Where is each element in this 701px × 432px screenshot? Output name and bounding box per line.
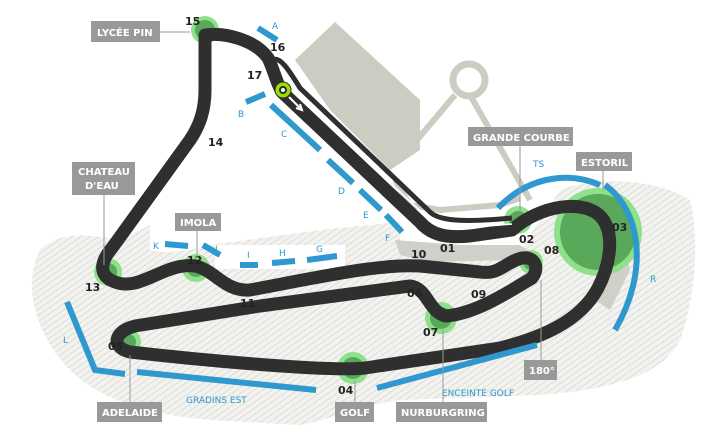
paddock-roundabout — [449, 60, 489, 100]
svg-text:A: A — [272, 22, 279, 32]
svg-text:F: F — [385, 234, 390, 244]
corner-07: 07 — [423, 326, 438, 339]
corner-numbers: 01 02 03 04 05 06 07 08 09 10 11 12 13 1… — [85, 15, 627, 397]
svg-text:D'EAU: D'EAU — [85, 181, 119, 192]
corner-01: 01 — [440, 242, 455, 255]
svg-text:H: H — [279, 249, 286, 259]
corner-12: 12 — [187, 254, 202, 267]
corner-name-lycee-pin: LYCÉE PIN — [91, 21, 160, 42]
race-track — [96, 27, 617, 376]
svg-text:ESTORIL: ESTORIL — [581, 158, 629, 169]
corner-17: 17 — [247, 69, 262, 82]
svg-text:IMOLA: IMOLA — [180, 218, 217, 229]
direction-arrow-icon — [288, 96, 304, 112]
corner-13: 13 — [85, 281, 100, 294]
corner-name-nurburgring: NURBURGRING — [396, 402, 487, 422]
enceinte-golf-label: ENCEINTE GOLF — [442, 389, 514, 399]
svg-text:J: J — [214, 245, 218, 255]
svg-text:GRANDE COURBE: GRANDE COURBE — [473, 133, 570, 144]
corner-10: 10 — [411, 248, 427, 261]
svg-text:I: I — [247, 251, 250, 261]
corner-name-180: 180° — [524, 360, 557, 380]
svg-text:GOLF: GOLF — [340, 408, 370, 419]
corner-name-chateau-deau: CHATEAU D'EAU — [72, 162, 135, 195]
corner-name-imola: IMOLA — [175, 213, 221, 231]
pit-lane — [270, 56, 513, 223]
svg-text:K: K — [153, 242, 160, 252]
grandstand-barriers — [64, 25, 640, 393]
corner-16: 16 — [270, 41, 286, 54]
svg-text:180°: 180° — [529, 366, 555, 377]
corner-08: 08 — [544, 244, 559, 257]
svg-text:G: G — [316, 245, 323, 255]
svg-text:TS: TS — [532, 160, 544, 170]
corner-11: 11 — [240, 297, 255, 310]
svg-text:C: C — [281, 130, 287, 140]
gradins-est-label: GRADINS EST — [186, 396, 247, 406]
corner-09: 09 — [471, 288, 486, 301]
corner-06: 06 — [407, 287, 423, 300]
grandstand-letters: A B C D E F G H I J K L R TS GRADINS EST… — [63, 22, 656, 406]
corner-name-adelaide: ADELAIDE — [97, 402, 162, 422]
svg-text:ADELAIDE: ADELAIDE — [102, 408, 158, 419]
corner-03: 03 — [612, 221, 627, 234]
svg-text:L: L — [63, 336, 68, 346]
svg-text:E: E — [363, 211, 369, 221]
svg-text:CHATEAU: CHATEAU — [78, 167, 130, 178]
corner-04: 04 — [338, 384, 354, 397]
corner-name-estoril: ESTORIL — [576, 152, 632, 171]
svg-text:NURBURGRING: NURBURGRING — [401, 408, 485, 419]
svg-text:D: D — [338, 187, 345, 197]
svg-text:LYCÉE PIN: LYCÉE PIN — [97, 26, 153, 39]
corner-05: 05 — [108, 340, 123, 353]
corner-name-golf: GOLF — [335, 402, 374, 422]
svg-text:R: R — [650, 275, 656, 285]
svg-text:B: B — [238, 110, 244, 120]
corner-14: 14 — [208, 136, 224, 149]
corner-02: 02 — [519, 233, 534, 246]
paddock-building — [295, 22, 420, 170]
corner-name-grande-courbe: GRANDE COURBE — [468, 127, 573, 146]
corner-15: 15 — [185, 15, 200, 28]
